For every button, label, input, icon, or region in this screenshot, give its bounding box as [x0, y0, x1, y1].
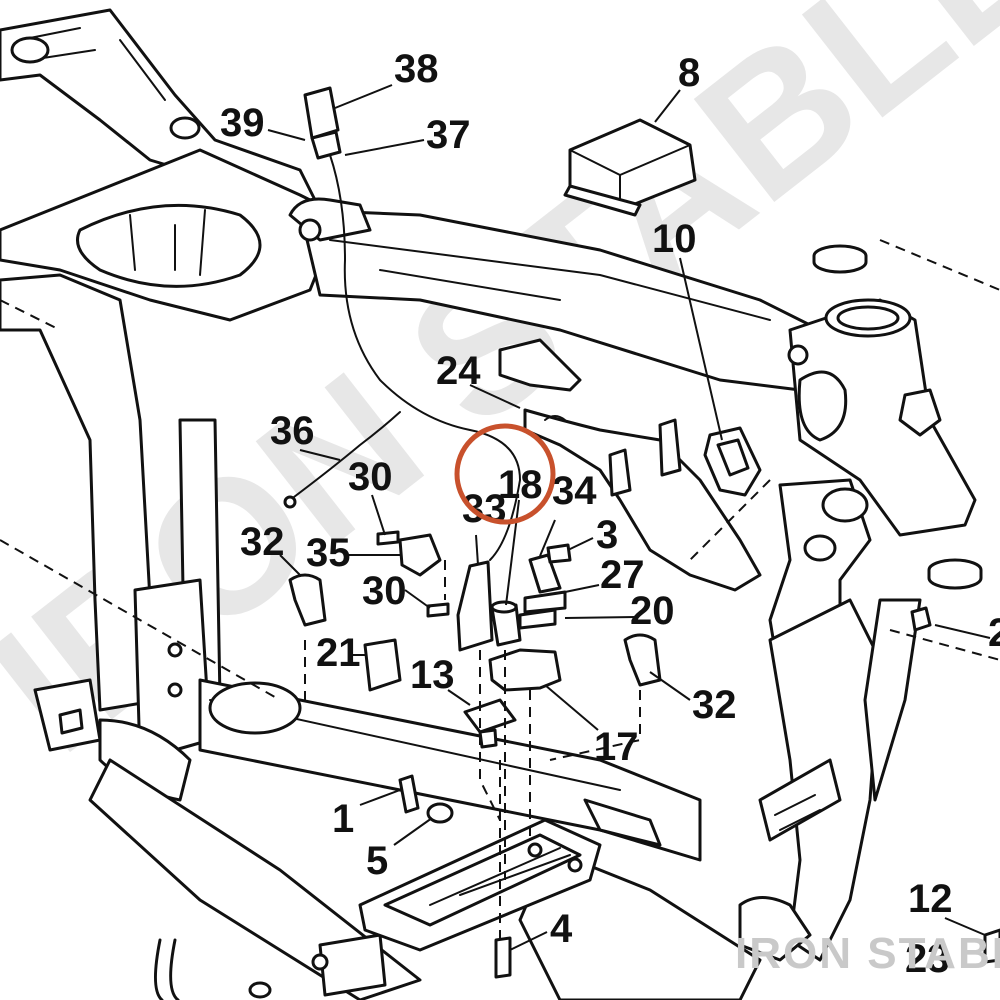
- part-8-bracket: [563, 118, 697, 217]
- assembly-center-lines: [0, 239, 1000, 940]
- bearing-race-top: [812, 244, 868, 274]
- callout-32: 32: [692, 683, 737, 727]
- callout-34: 34: [552, 469, 597, 513]
- part-10-grommet: [703, 426, 762, 497]
- callout-38: 38: [394, 47, 439, 91]
- callout-37: 37: [426, 113, 471, 157]
- callout-18: 18: [498, 463, 543, 507]
- callout-5: 5: [366, 839, 388, 883]
- callout-13: 13: [410, 653, 455, 697]
- mount-plate: [358, 798, 662, 952]
- callout-21: 21: [316, 631, 361, 675]
- callout-24: 24: [436, 349, 481, 393]
- small-parts: [153, 86, 1000, 1000]
- callout-labels: 38 39 37 8 10 24 36 30 18 33 34 3 32 35 …: [220, 47, 1000, 981]
- callout-3: 3: [596, 513, 618, 557]
- leader-lines: [267, 84, 991, 951]
- callout-36: 36: [270, 409, 315, 453]
- callout-23: 23: [905, 937, 950, 981]
- callout-39: 39: [220, 101, 265, 145]
- bearing-race-bottom: [927, 558, 983, 590]
- callout-30: 30: [362, 569, 407, 613]
- callout-32: 32: [240, 520, 285, 564]
- callout-20: 20: [630, 589, 675, 633]
- callout-4: 4: [550, 907, 573, 951]
- callout-8: 8: [678, 51, 700, 95]
- callout-17: 17: [594, 725, 639, 769]
- callout-30: 30: [348, 455, 393, 499]
- callout-27: 27: [600, 553, 645, 597]
- callout-35: 35: [306, 531, 351, 575]
- highlight-circle: [454, 423, 556, 525]
- callout-2: 2: [988, 611, 1000, 655]
- callout-12: 12: [908, 877, 953, 921]
- brand-logo-text: IRON STABLE: [735, 929, 1000, 978]
- callout-10: 10: [652, 217, 697, 261]
- motorcycle-frame: [0, 8, 983, 1000]
- callout-1: 1: [332, 797, 354, 841]
